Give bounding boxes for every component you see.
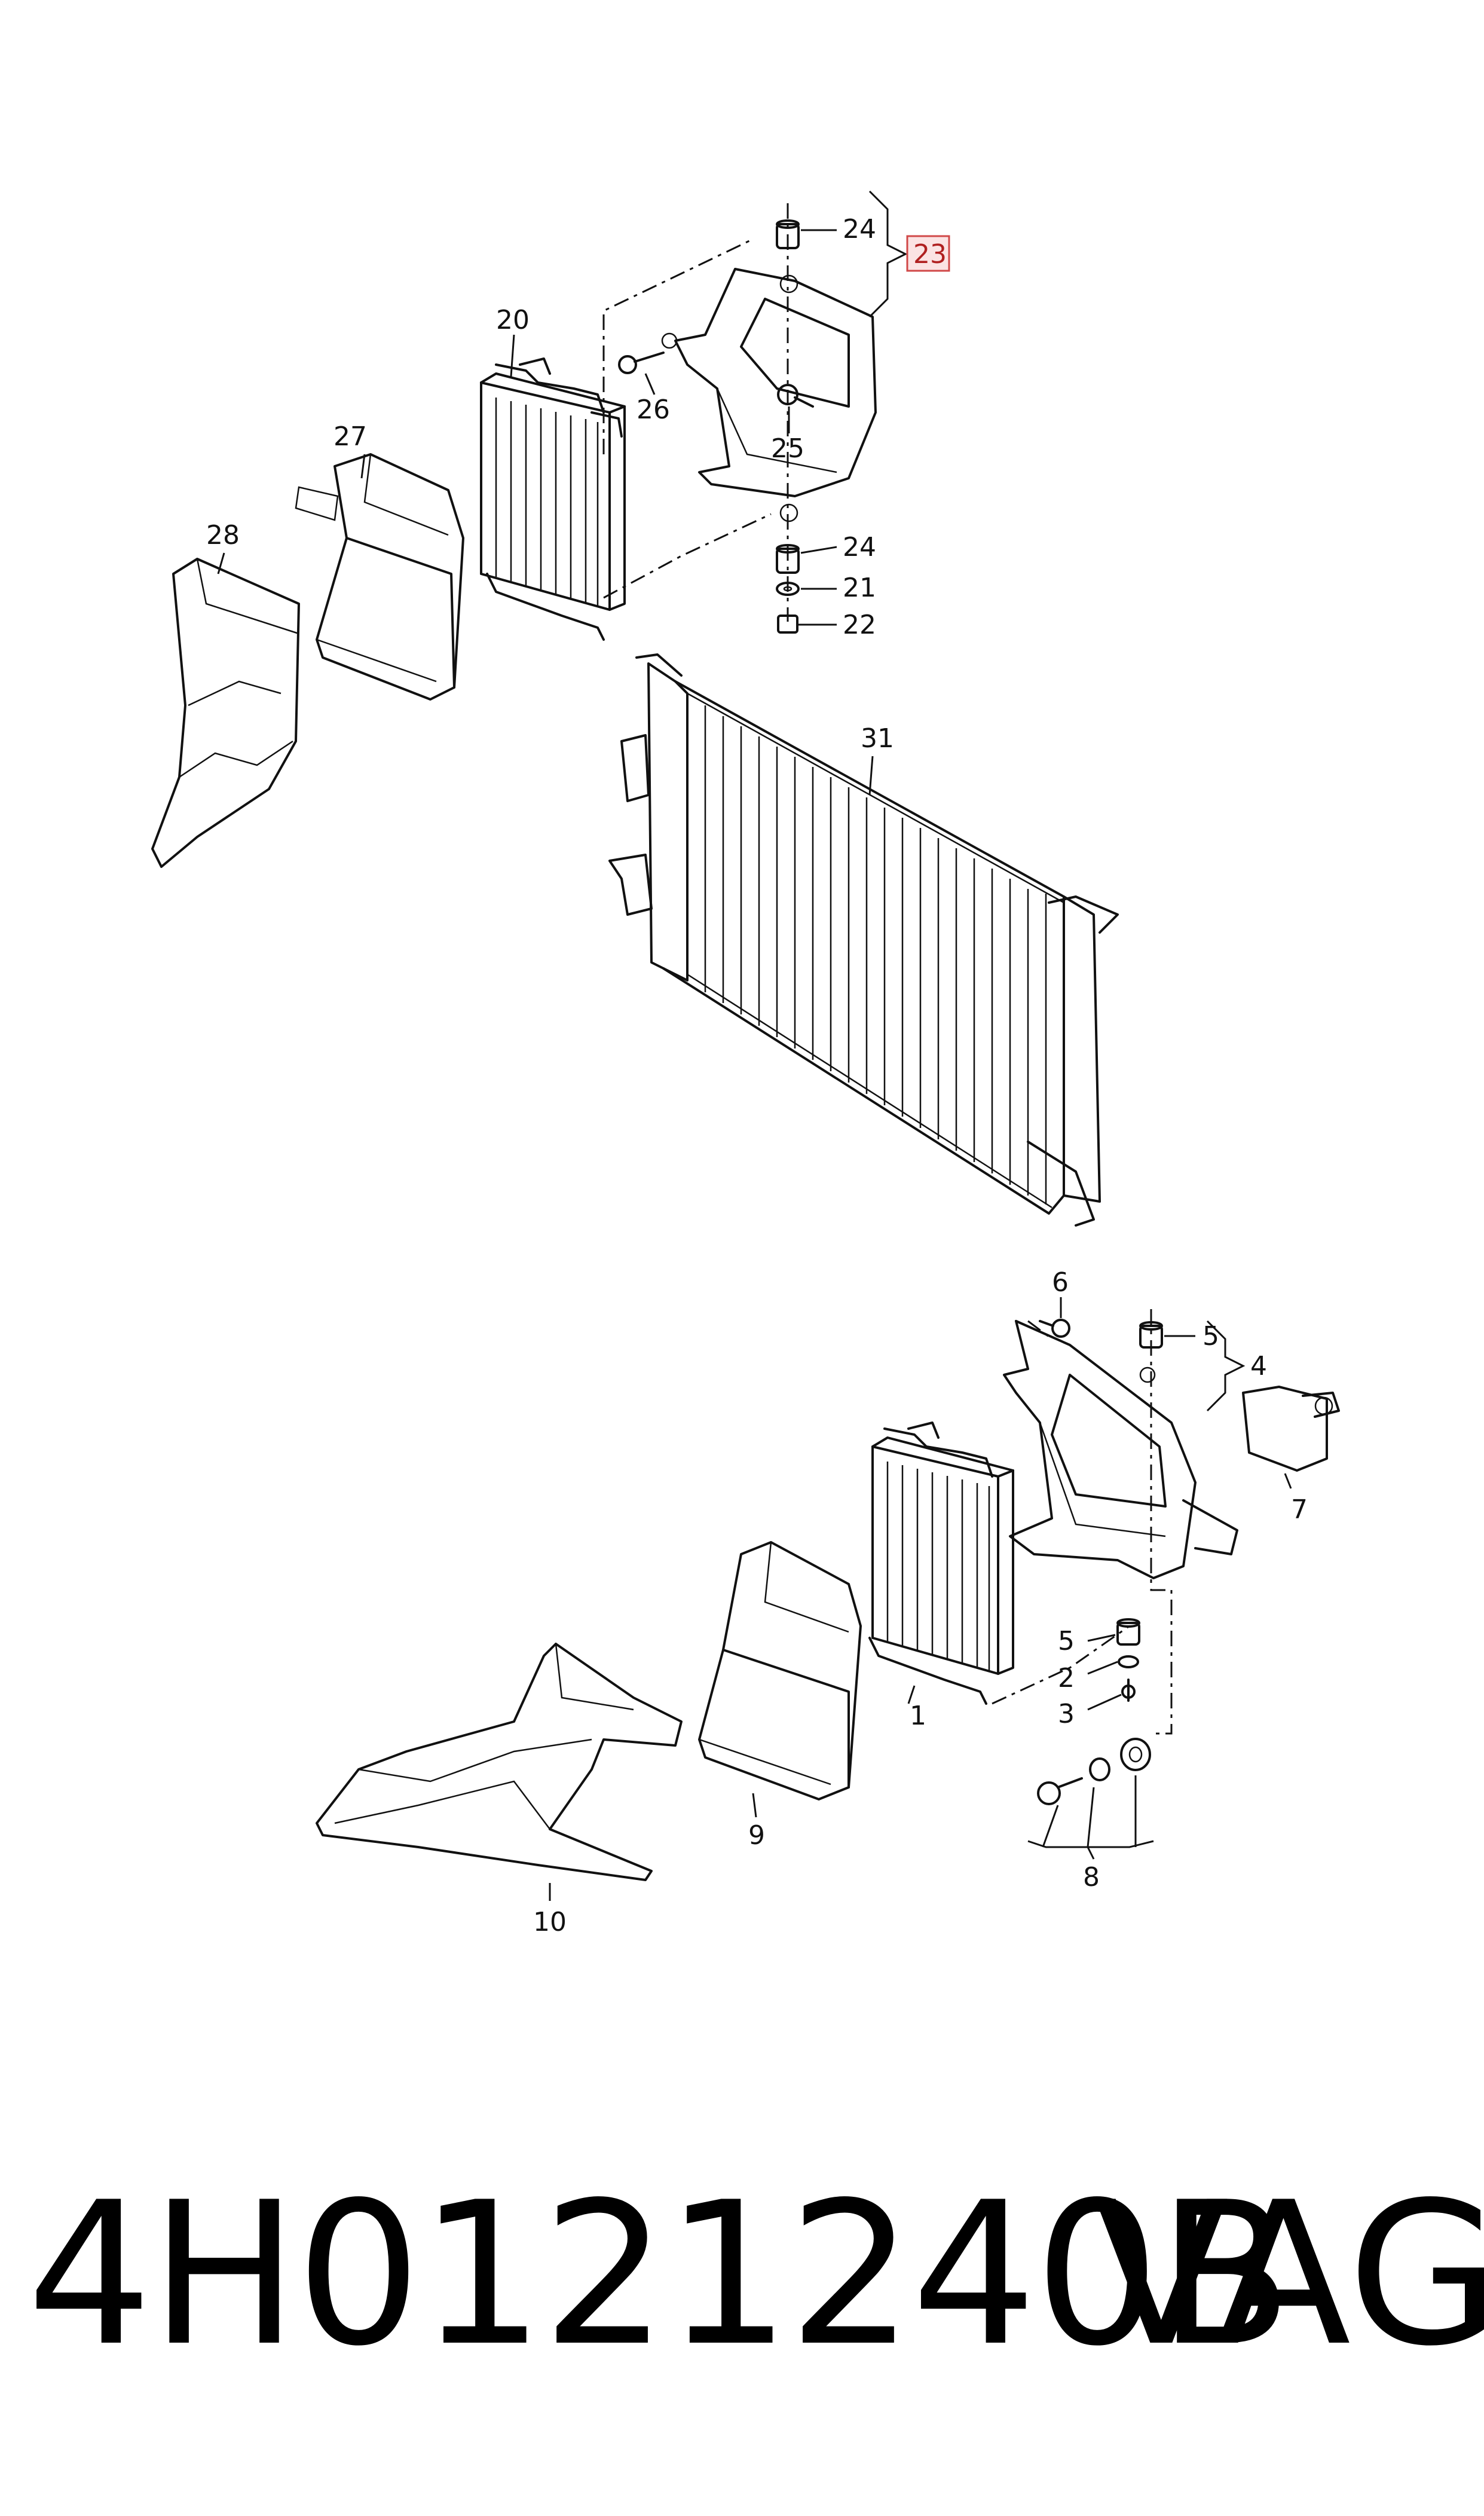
callout-22: 22 <box>843 610 876 640</box>
washer-part-2 <box>1118 1655 1139 1668</box>
leader-lines <box>217 229 1292 1901</box>
callout-9: 9 <box>748 1820 765 1851</box>
assembly-line-lower-2 <box>1150 1309 1173 1735</box>
callout-26: 26 <box>637 395 670 425</box>
callout-24-top: 24 <box>843 214 876 244</box>
callout-27: 27 <box>333 421 367 452</box>
bolt-part-6 <box>1039 1319 1070 1338</box>
callout-25: 25 <box>771 433 804 464</box>
bolt-part-26 <box>618 351 665 374</box>
callout-20: 20 <box>496 305 530 335</box>
callout-2: 2 <box>1058 1663 1075 1693</box>
air-guide-part-27 <box>295 453 464 701</box>
parts-exploded-diagram: 24 23 20 26 25 27 28 24 21 22 31 6 5 4 7… <box>151 190 1340 1937</box>
part-number: 4H0121240B <box>27 2160 1293 2389</box>
callout-21: 21 <box>843 573 876 603</box>
assembly-line-upper-1 <box>602 238 754 454</box>
bolt-part-3 <box>1121 1679 1136 1702</box>
callout-28: 28 <box>206 520 240 551</box>
air-duct-part-28 <box>151 558 300 868</box>
callout-6: 6 <box>1052 1267 1069 1298</box>
callout-23: 23 <box>913 239 947 270</box>
assembly-line-upper-2 <box>603 513 772 599</box>
main-radiator-part-31 <box>608 653 1119 1227</box>
callout-7: 7 <box>1291 1494 1308 1525</box>
bracket-part-4 <box>1003 1320 1238 1579</box>
assembly-line-lower-1 <box>992 1625 1130 1705</box>
callout-4: 4 <box>1250 1351 1267 1381</box>
air-duct-part-10 <box>316 1643 683 1881</box>
assembly-line-lower-3 <box>1027 1320 1052 1340</box>
callout-5-top: 5 <box>1203 1321 1219 1352</box>
callout-31: 31 <box>861 723 894 754</box>
callout-24-bottom: 24 <box>843 532 876 562</box>
fastener-set-part-8 <box>1037 1738 1151 1805</box>
callout-8: 8 <box>1083 1862 1100 1893</box>
callout-1: 1 <box>910 1701 926 1731</box>
aux-radiator-part-20 <box>480 357 626 641</box>
highlighted-callout-box <box>906 235 950 272</box>
brace-23 <box>868 190 908 318</box>
callout-10: 10 <box>533 1907 567 1937</box>
pump-part-7 <box>1242 1386 1340 1472</box>
bracket-part-23 <box>661 268 877 522</box>
callout-3: 3 <box>1058 1699 1075 1729</box>
callout-5-bottom: 5 <box>1058 1626 1075 1656</box>
aux-radiator-part-1 <box>868 1421 1014 1705</box>
air-guide-part-9 <box>698 1541 862 1800</box>
brand-name: VAG <box>1094 2160 1484 2389</box>
